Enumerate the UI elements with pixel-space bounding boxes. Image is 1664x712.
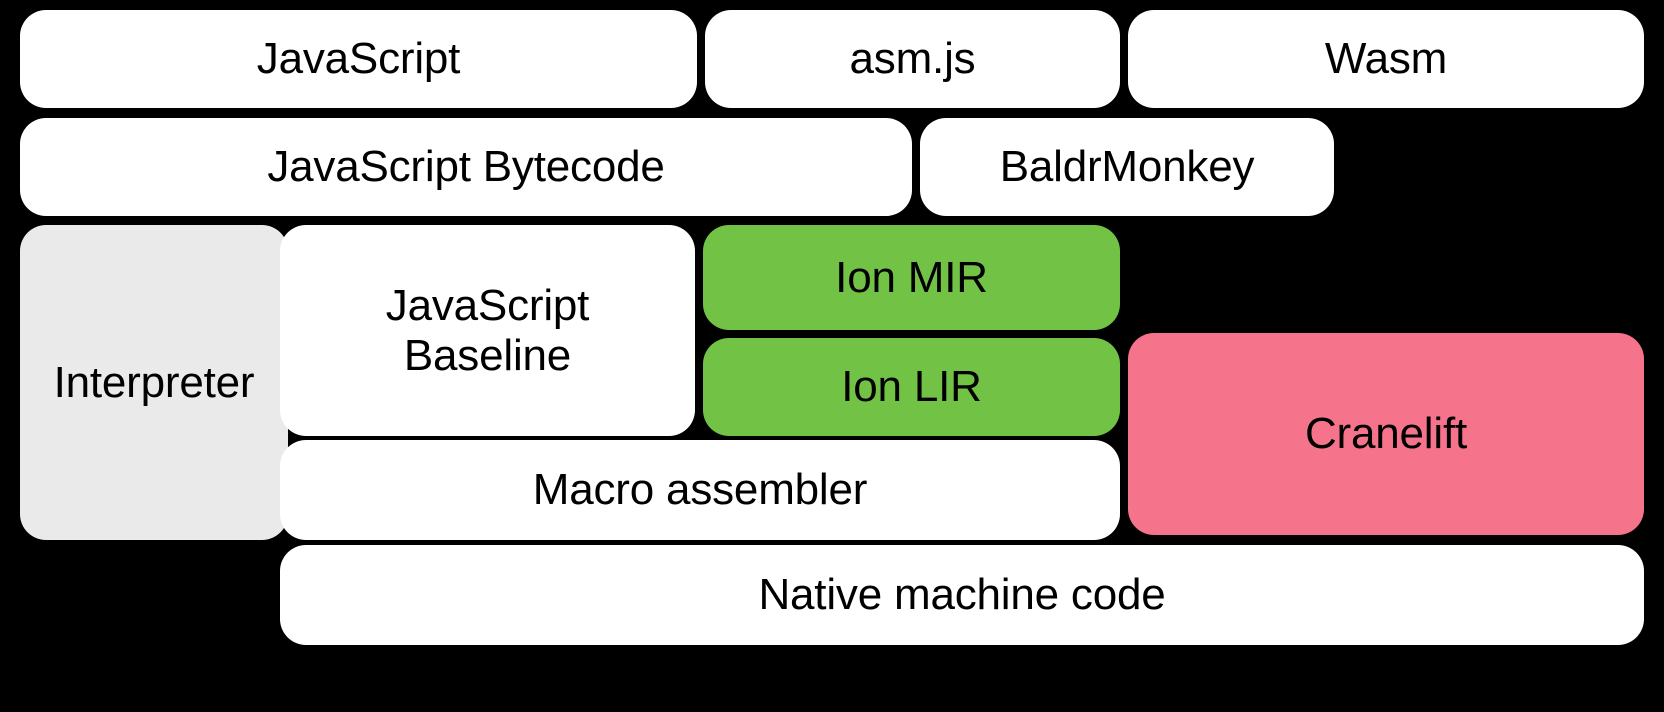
node-interpreter: Interpreter [20,225,288,540]
node-macro-assembler: Macro assembler [280,440,1120,540]
node-javascript-bytecode: JavaScript Bytecode [20,118,912,216]
node-javascript-baseline: JavaScript Baseline [280,225,695,436]
node-javascript: JavaScript [20,10,697,108]
node-cranelift: Cranelift [1128,333,1644,535]
node-asm-js: asm.js [705,10,1120,108]
node-baldrmonkey: BaldrMonkey [920,118,1334,216]
node-ion-mir: Ion MIR [703,225,1120,330]
node-wasm: Wasm [1128,10,1644,108]
node-native-machine-code: Native machine code [280,545,1644,645]
node-ion-lir: Ion LIR [703,338,1120,436]
